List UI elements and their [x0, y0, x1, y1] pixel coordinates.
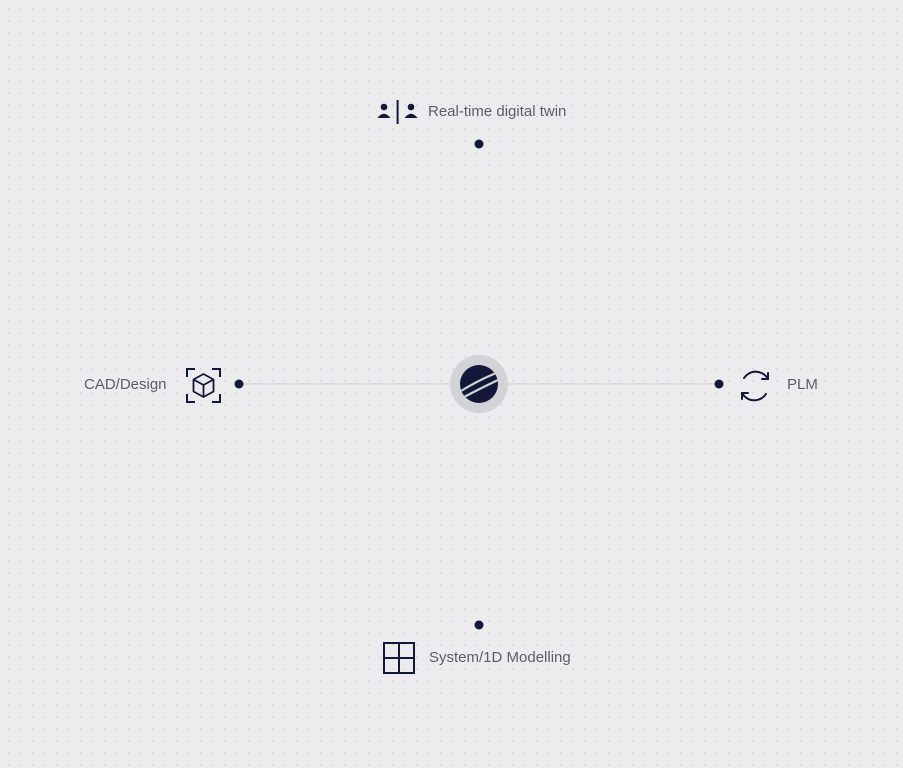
- hub-node[interactable]: [450, 355, 508, 413]
- endpoint-dot-bottom: [474, 620, 484, 630]
- twin-users-icon: [377, 100, 418, 124]
- node-label-system-1d-modelling: System/1D Modelling: [429, 649, 571, 666]
- endpoint-dot-left: [234, 379, 244, 389]
- grid-squares-icon: [383, 642, 415, 674]
- node-label-cad-design: CAD/Design: [84, 376, 167, 393]
- cycle-arrows-icon: [741, 370, 769, 402]
- cube-scan-icon: [186, 368, 221, 403]
- node-label-real-time-digital-twin: Real-time digital twin: [428, 103, 567, 120]
- endpoint-dot-right: [714, 379, 724, 389]
- node-label-plm: PLM: [787, 376, 818, 393]
- sphere-logo-icon: [460, 365, 498, 403]
- endpoint-dot-top: [474, 139, 484, 149]
